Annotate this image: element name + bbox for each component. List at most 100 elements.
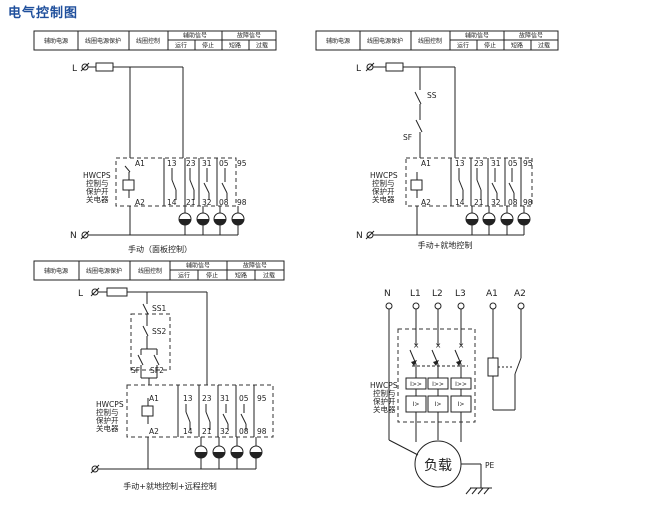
header-aux-power: 辅助电源: [44, 37, 68, 45]
device-label-4: 关电器: [372, 194, 395, 204]
terminal-21: 21: [186, 198, 196, 207]
terminal-a1: A1: [135, 159, 145, 168]
device-label-2: 控制与: [372, 178, 395, 188]
terminal-32: 32: [491, 198, 501, 207]
caption-diagram-3: 手动+就地控制+远程控制: [123, 481, 216, 491]
device-label-3: 保护开: [372, 186, 395, 196]
diagram-main-circuit: N L1 L2 L3 A1 A2 × × × I>> I>> I>>: [370, 289, 526, 495]
header-coil-protect: 线圈电源保护: [86, 267, 122, 275]
header-short: 短路: [229, 42, 241, 50]
device-label-2: 控制与: [86, 178, 109, 188]
diagram-manual-local: L SS SF A1 A2 13 23 31 05 95 14 21 32 08…: [356, 62, 533, 250]
device-label-4: 关电器: [373, 404, 396, 414]
header-aux-power: 辅助电源: [44, 267, 68, 275]
terminal-98: 98: [523, 198, 533, 207]
terminal-14: 14: [167, 198, 177, 207]
arrow-icon: [411, 360, 417, 366]
contact-x-icon: ×: [458, 341, 464, 350]
switch-label-ss: SS: [427, 91, 437, 100]
device-label-4: 关电器: [96, 423, 119, 433]
terminal-circle: [385, 302, 393, 310]
indicator-lamp: [196, 212, 210, 226]
header-fault-signal: 故障信号: [243, 262, 267, 270]
device-label-4: 关电器: [86, 194, 109, 204]
line-label-l1: L1: [410, 289, 421, 299]
header-coil-protect: 线圈电源保护: [85, 37, 121, 45]
line-label-l: L: [356, 64, 361, 74]
terminal-23: 23: [474, 159, 484, 168]
terminal-a2: A2: [421, 198, 431, 207]
terminal-23: 23: [186, 159, 196, 168]
terminal-circle: [434, 302, 442, 310]
caption-diagram-1: 手动（面板控制）: [128, 244, 192, 254]
fuse-icon: [385, 62, 404, 72]
arrow-icon: [456, 360, 462, 366]
header-coil-protect: 线圈电源保护: [367, 37, 403, 45]
line-label-l2: L2: [432, 289, 443, 299]
coil-icon: [122, 179, 135, 191]
device-box: [115, 157, 237, 207]
switch-sf: [415, 119, 423, 133]
header-short: 短路: [511, 42, 523, 50]
terminal-05: 05: [239, 394, 249, 403]
header-coil-control: 线圈控制: [136, 37, 160, 45]
table-header-2: 辅助电源 线圈电源保护 线圈控制 辅助信号 故障信号 运行 停止 短路 过载: [315, 30, 559, 51]
contact-x-icon: ×: [413, 341, 419, 350]
terminal-a1: A1: [486, 289, 498, 299]
line-label-n: N: [70, 231, 77, 241]
switch-label-ss1: SS1: [152, 304, 167, 313]
terminal-98: 98: [257, 427, 267, 436]
header-short: 短路: [235, 272, 247, 280]
table-header-1: 辅助电源 线圈电源保护 线圈控制 辅助信号 故障信号 运行 停止 短路 过载: [33, 30, 277, 51]
terminal-23: 23: [202, 394, 212, 403]
terminal-31: 31: [220, 394, 230, 403]
terminal-21: 21: [202, 427, 212, 436]
switch-icon: [514, 357, 522, 375]
switch-ss2: [142, 325, 149, 337]
terminal-95: 95: [523, 159, 533, 168]
module-label: I>: [435, 401, 442, 408]
header-aux-power: 辅助电源: [326, 37, 350, 45]
module-label: I>>: [432, 381, 444, 388]
terminal-08: 08: [219, 198, 229, 207]
fuse-icon: [95, 62, 114, 72]
header-coil-control: 线圈控制: [418, 37, 442, 45]
header-overload: 过载: [263, 272, 275, 280]
terminal-95: 95: [257, 394, 267, 403]
arrow-icon: [433, 360, 439, 366]
coil-icon: [141, 405, 154, 417]
terminal-13: 13: [167, 159, 177, 168]
terminal-a2: A2: [135, 198, 145, 207]
header-aux-signal: 辅助信号: [183, 32, 207, 40]
switch-ss1: [142, 303, 149, 315]
header-stop: 停止: [202, 42, 214, 50]
terminal-14: 14: [455, 198, 465, 207]
terminal-a2: A2: [149, 427, 159, 436]
coil-icon: [487, 357, 499, 377]
terminal-a2: A2: [514, 289, 526, 299]
terminal-05: 05: [219, 159, 229, 168]
device-label-3: 保护开: [86, 186, 109, 196]
line-label-pe: PE: [485, 461, 495, 470]
diagram-manual-panel: L A1 A2 13 23 31 05 95 14 21 32 08 98 HW…: [70, 62, 247, 254]
table-header-3: 辅助电源 线圈电源保护 线圈控制 辅助信号 故障信号 运行 停止 短路 过载: [33, 260, 285, 281]
indicator-lamp: [249, 445, 263, 459]
switch-sf2: [153, 354, 160, 366]
terminal-21: 21: [474, 198, 484, 207]
device-label-1: HWCPS: [370, 171, 398, 180]
line-label-n: N: [384, 289, 391, 299]
device-box: [405, 157, 533, 207]
indicator-lamp: [231, 212, 245, 226]
contact-x-icon: ×: [435, 341, 441, 350]
device-label-2: 控制与: [373, 388, 396, 398]
header-stop: 停止: [206, 272, 218, 280]
switch-label-sf: SF: [131, 366, 140, 375]
device-label-3: 保护开: [373, 396, 396, 406]
indicator-lamp: [213, 212, 227, 226]
header-run: 运行: [178, 272, 190, 280]
terminal-circle: [517, 302, 525, 310]
module-label: I>: [458, 401, 465, 408]
terminal-13: 13: [455, 159, 465, 168]
device-box: [397, 328, 476, 423]
